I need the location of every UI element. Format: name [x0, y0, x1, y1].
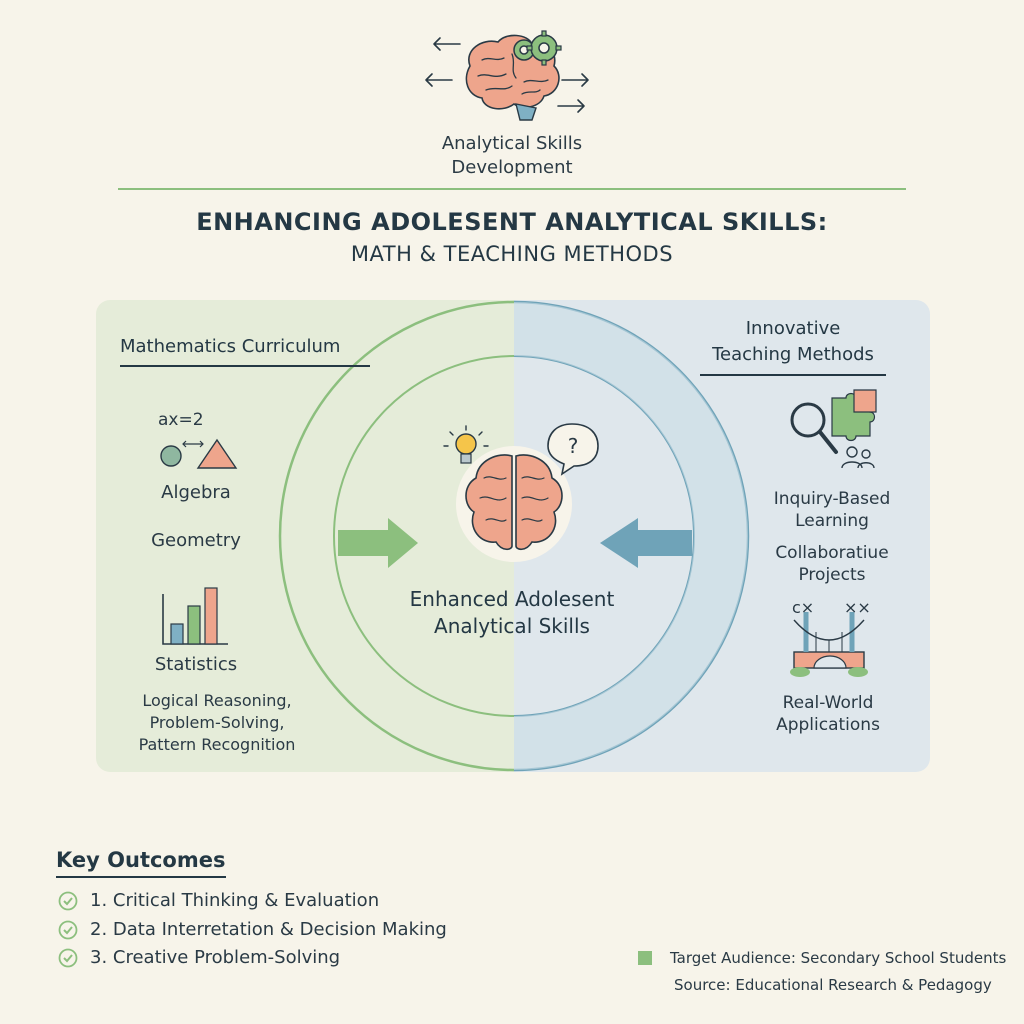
center-label: Enhanced Adolesent Analytical Skills [380, 586, 644, 640]
source-note: Source: Educational Research & Pedagogy [674, 976, 992, 994]
real-world-line1: Real-World [782, 693, 874, 713]
logo-label-line2: Development [451, 157, 573, 178]
logo-label-line1: Analytical Skills [441, 133, 583, 154]
check-icon [58, 920, 78, 939]
teaching-heading-line2: Teaching Methods [712, 344, 874, 365]
algebra-formula: ax=2 [158, 410, 204, 430]
real-world-label: Real-World Applications [748, 692, 908, 736]
target-audience: Target Audience: Secondary School Studen… [638, 949, 1006, 967]
key-outcomes-heading: Key Outcomes [56, 848, 226, 878]
real-world-line2: Applications [776, 715, 880, 735]
skill-pattern-recognition: Pattern Recognition [138, 735, 296, 754]
outcome-item: 1. Critical Thinking & Evaluation [58, 890, 379, 911]
outcome-item: 2. Data Interretation & Decision Making [58, 919, 447, 940]
outcome-creative-problem-solving: 3. Creative Problem-Solving [90, 947, 341, 968]
skill-logical-reasoning: Logical Reasoning, [142, 691, 292, 710]
teaching-heading-line1: Innovative [745, 318, 841, 339]
statistics-label: Statistics [154, 654, 238, 675]
page-subtitle: MATH & TEACHING METHODS [350, 242, 674, 266]
inquiry-line1: Inquiry-Based [773, 489, 891, 509]
check-icon [58, 891, 78, 910]
outcome-data-interpretation: 2. Data Interretation & Decision Making [90, 919, 447, 940]
outcome-critical-thinking: 1. Critical Thinking & Evaluation [90, 890, 380, 911]
collaborative-label: Collaboratiue Projects [752, 542, 912, 586]
divider [118, 188, 906, 190]
legend-square [638, 951, 652, 965]
skill-problem-solving: Problem-Solving, [149, 713, 285, 732]
algebra-label: Algebra [161, 482, 231, 503]
teaching-methods-heading: Innovative Teaching Methods [700, 316, 886, 376]
inquiry-line2: Learning [795, 511, 869, 531]
math-curriculum-heading: Mathematics Curriculum [120, 336, 370, 367]
collaborative-line1: Collaboratiue [775, 543, 889, 563]
logo-label: Analytical Skills Development [412, 132, 612, 180]
bridge-formula-right: ×× [844, 598, 871, 617]
inquiry-based-label: Inquiry-Based Learning [752, 488, 912, 532]
target-audience-text: Target Audience: Secondary School Studen… [670, 949, 1007, 967]
check-icon [58, 948, 78, 967]
brain-gears-icon [425, 30, 589, 121]
geometry-label: Geometry [151, 530, 241, 551]
math-skills-list: Logical Reasoning, Problem-Solving, Patt… [112, 690, 322, 756]
page-title: ENHANCING ADOLESENT ANALYTICAL SKILLS: [196, 208, 828, 236]
center-label-line1: Enhanced Adolesent [409, 587, 615, 611]
collaborative-line2: Projects [798, 565, 866, 585]
center-label-line2: Analytical Skills [434, 614, 590, 638]
bridge-formula-left: c× [792, 598, 815, 617]
outcome-item: 3. Creative Problem-Solving [58, 947, 340, 968]
